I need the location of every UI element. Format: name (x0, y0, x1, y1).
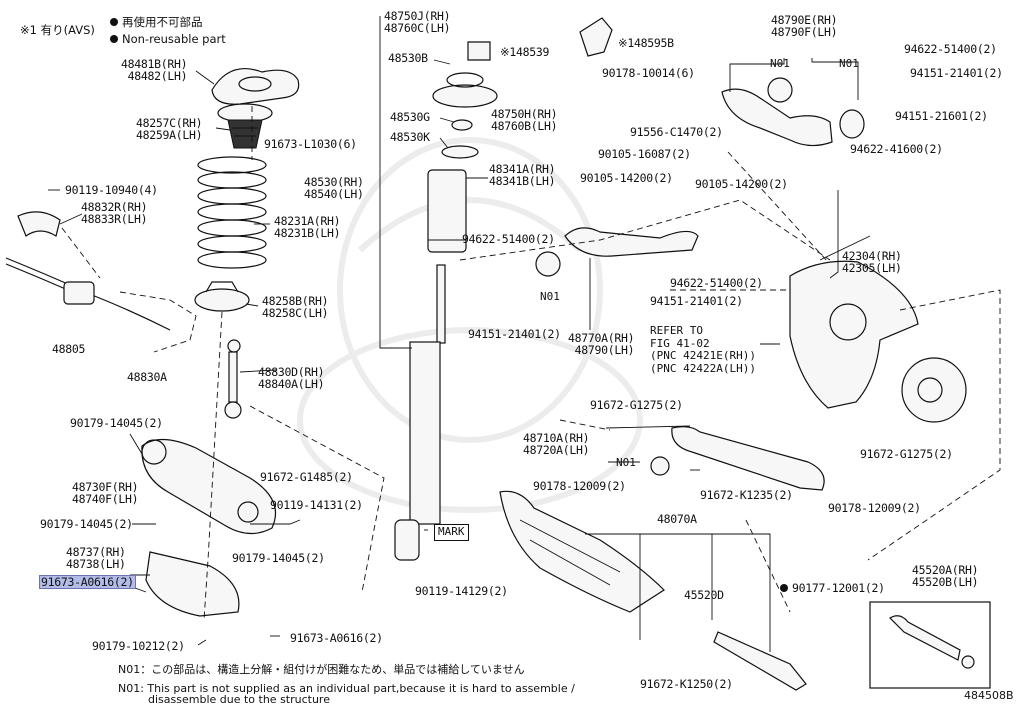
label-48258b[interactable]: 48258B(RH)48258C(LH) (262, 294, 329, 320)
label-91672-g1485[interactable]: 91672-G1485(2) (260, 470, 353, 484)
label-94622-41600[interactable]: 94622-41600(2) (850, 142, 943, 156)
diagram-id: 484508B (964, 689, 1014, 702)
label-91673-l1030[interactable]: 91673-L1030(6) (264, 137, 357, 151)
tie-rod-rear (713, 631, 807, 691)
label-48770a[interactable]: 48770A(RH)48790(LH) (568, 331, 635, 357)
label-94151-21401-b[interactable]: 94151-21401(2) (468, 327, 561, 341)
upper-support (432, 72, 498, 159)
note-n01-ja: N01：この部品は、構造上分解・組付けが困難なため、単品では補給していません (118, 663, 525, 676)
steering-knuckle (789, 260, 919, 409)
dust-cover (427, 169, 467, 253)
label-90119-10940[interactable]: 90119-10940(4) (65, 183, 158, 197)
label-94622-51400-a[interactable]: 94622-51400(2) (904, 42, 997, 56)
label-48481b[interactable]: 48481B(RH)48482(LH) (121, 57, 188, 83)
label-48805[interactable]: 48805 (52, 342, 86, 356)
label-90119-14129[interactable]: 90119-14129(2) (415, 584, 508, 598)
leader-lines (48, 16, 871, 652)
axle-hub (901, 357, 967, 423)
n01-upper-a: N01 (770, 57, 790, 70)
stabilizer-link (224, 339, 242, 419)
assembly-guide-lines (61, 106, 1001, 621)
label-48730f[interactable]: 48730F(RH)48740F(LH) (72, 480, 139, 506)
suspension-member (499, 490, 665, 613)
label-90177-12001[interactable]: 90177-12001(2) (780, 582, 885, 594)
label-48530k[interactable]: 48530K (390, 130, 430, 144)
label-48530[interactable]: 48530(RH)48540(LH) (304, 175, 364, 201)
non-reusable-dot-icon (780, 584, 788, 592)
n01-toe-arm: N01 (616, 456, 636, 469)
label-91673-a0616-highlighted[interactable]: 91673-A0616(2) (39, 575, 136, 589)
label-90178-10014[interactable]: 90178-10014(6) (602, 66, 695, 80)
label-48830d[interactable]: 48830D(RH)48840A(LH) (258, 365, 325, 391)
label-91672-k1250[interactable]: 91672-K1250(2) (640, 677, 733, 691)
avs-bracket (467, 17, 613, 61)
label-48832r[interactable]: 48832R(RH)48833R(LH) (81, 200, 148, 226)
lower-spring-seat (194, 281, 250, 312)
label-94622-51400-b[interactable]: 94622-51400(2) (462, 232, 555, 246)
label-90179-14045-a[interactable]: 90179-14045(2) (70, 416, 163, 430)
label-45520d[interactable]: 45520D (684, 588, 724, 602)
label-45520a[interactable]: 45520A(RH)45520B(LH) (912, 563, 979, 589)
non-reusable-dot-icon (110, 35, 118, 43)
label-90179-14045-b[interactable]: 90179-14045(2) (40, 517, 133, 531)
label-90119-14131[interactable]: 90119-14131(2) (270, 498, 363, 512)
label-91673-a0616[interactable]: 91673-A0616(2) (290, 631, 383, 645)
stabilizer-bar (5, 211, 171, 331)
label-94151-21601[interactable]: 94151-21601(2) (895, 109, 988, 123)
label-94622-51400-c[interactable]: 94622-51400(2) (670, 276, 763, 290)
upper-spring-mount (211, 68, 300, 105)
label-48341a[interactable]: 48341A(RH)48341B(LH) (489, 162, 556, 188)
label-91672-g1275-b[interactable]: 91672-G1275(2) (860, 447, 953, 461)
label-48257c[interactable]: 48257C(RH)48259A(LH) (136, 116, 203, 142)
n01-upper-b: N01 (839, 57, 859, 70)
label-48750h[interactable]: 48750H(RH)48760B(LH) (491, 107, 558, 133)
upper-arm-front (535, 227, 699, 277)
label-90178-12009-a[interactable]: 90178-12009(2) (533, 479, 626, 493)
label-94151-21401-c[interactable]: 94151-21401(2) (650, 294, 743, 308)
coil-spring (197, 156, 267, 269)
note-n01-en-2: disassemble due to the structure (148, 693, 330, 706)
label-148539[interactable]: ※148539 (500, 45, 550, 59)
reuse-legend-ja: 再使用不可部品 (110, 14, 203, 30)
label-42304[interactable]: 42304(RH)42305(LH) (842, 249, 902, 275)
label-91556-c1470[interactable]: 91556-C1470(2) (630, 125, 723, 139)
label-48530b[interactable]: 48530B (388, 51, 428, 65)
label-48710a[interactable]: 48710A(RH)48720A(LH) (523, 431, 590, 457)
non-reusable-dot-icon (110, 18, 118, 26)
label-90105-14200-b[interactable]: 90105-14200(2) (695, 177, 788, 191)
label-148595b[interactable]: ※148595B (618, 36, 674, 50)
label-48790e[interactable]: 48790E(RH)48790F(LH) (771, 13, 838, 39)
label-90179-14045-c[interactable]: 90179-14045(2) (232, 551, 325, 565)
lower-arm-cover (145, 551, 240, 617)
shock-absorber (394, 264, 446, 561)
label-48530g[interactable]: 48530G (390, 110, 430, 124)
mark-label: MARK (434, 524, 469, 541)
note-n01-en-1: N01: This part is not supplied as an ind… (118, 682, 575, 695)
bump-stopper (217, 103, 273, 149)
toe-control-arm (650, 426, 825, 491)
inset-tie-rod (869, 601, 991, 689)
label-90178-12009-b[interactable]: 90178-12009(2) (828, 501, 921, 515)
watermark-emblem (297, 137, 643, 513)
upper-control-arm (721, 77, 865, 147)
label-91672-g1275-a[interactable]: 91672-G1275(2) (590, 398, 683, 412)
lower-control-arm (141, 438, 277, 535)
reuse-legend-en: Non-reusable part (110, 31, 226, 47)
label-90105-14200-a[interactable]: 90105-14200(2) (580, 171, 673, 185)
avs-legend: ※1 有り(AVS) (20, 23, 95, 37)
label-48231a[interactable]: 48231A(RH)48231B(LH) (274, 214, 341, 240)
label-90179-10212[interactable]: 90179-10212(2) (92, 639, 185, 653)
label-48737[interactable]: 48737(RH)48738(LH) (66, 545, 126, 571)
label-94151-21401-a[interactable]: 94151-21401(2) (910, 66, 1003, 80)
label-91672-k1235[interactable]: 91672-K1235(2) (700, 488, 793, 502)
label-48830a[interactable]: 48830A (127, 370, 167, 384)
label-90105-16087[interactable]: 90105-16087(2) (598, 147, 691, 161)
label-48750j[interactable]: 48750J(RH)48760C(LH) (384, 9, 451, 35)
label-48070a[interactable]: 48070A (657, 512, 697, 526)
n01-front-arm: N01 (540, 290, 560, 303)
